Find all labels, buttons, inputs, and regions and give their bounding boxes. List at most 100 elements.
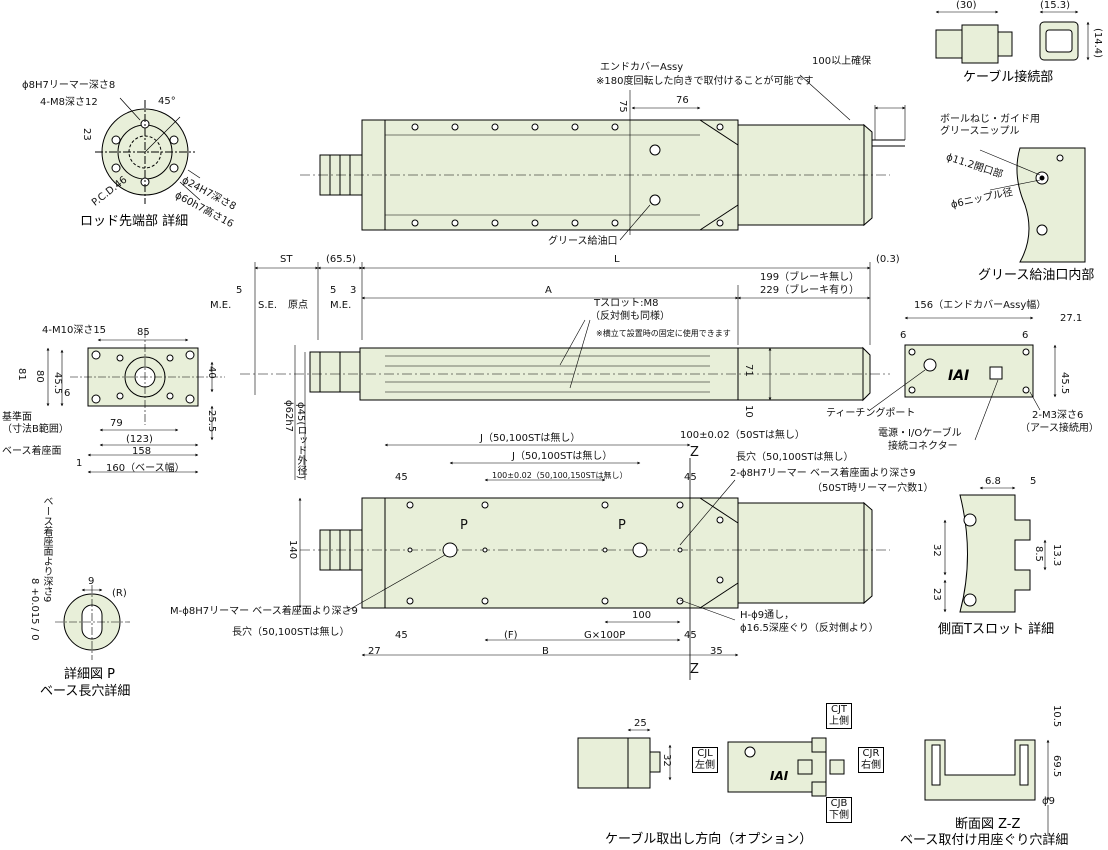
d35-label: 35 <box>710 646 723 657</box>
tslot-label-1: Tスロット:M8 <box>594 298 659 309</box>
z2-label: Z <box>690 662 699 677</box>
side-tslot-caption: 側面Tスロット 詳細 <box>938 622 1055 637</box>
d1-label: 1 <box>76 458 83 469</box>
d6b-label: 6 <box>1022 330 1029 341</box>
tslot-d85-label: 8.5 <box>1033 546 1044 562</box>
d81-label: 81 <box>16 368 27 381</box>
tslot-d32-label: 32 <box>931 544 942 557</box>
ref-face-label-2: （寸法B範囲） <box>2 424 69 435</box>
me2-label: M.E. <box>330 300 352 311</box>
cjb-label-1: CJB <box>830 798 848 809</box>
p1-label: P <box>460 518 468 533</box>
d455-label: 45.5 <box>52 372 63 395</box>
d85-label: 85 <box>137 327 150 338</box>
J1-label: J（50,100STは無し） <box>480 433 581 444</box>
cable-d32-label: 32 <box>661 754 672 767</box>
rod-reamer-label: ϕ8H7リーマー深さ8 <box>22 80 116 91</box>
top-d76-label: 76 <box>676 95 689 106</box>
d45-rod-label: ϕ45(ロッド外径) <box>295 402 306 480</box>
svg-text:IAI: IAI <box>948 368 969 384</box>
p-d9-label: 9 <box>88 576 95 587</box>
cjr-label-1: CJR <box>862 748 880 759</box>
tslot-d68-label: 6.8 <box>985 476 1001 487</box>
cjr-label-2: 右側 <box>861 760 881 771</box>
clearance-label: 100以上確保 <box>812 56 872 67</box>
me1-label: M.E. <box>210 300 232 311</box>
grease-label-2: グリースニップル <box>940 126 1020 137</box>
side-tslot-view <box>943 486 1047 613</box>
rotate-note-label: ※180度回転した向きで取付けることが可能です <box>596 76 814 87</box>
G-label: G×100P <box>584 630 626 641</box>
plan-d140-label: 140 <box>287 540 298 560</box>
m3-label-2: （アース接続用） <box>1020 423 1099 434</box>
rod-m8-label: 4-M8深さ12 <box>40 97 98 108</box>
plan-view <box>298 443 890 680</box>
rod-end-caption: ロッド先端部 詳細 <box>80 214 189 229</box>
base-slot-caption: ベース長穴詳細 <box>40 684 131 699</box>
cable-d14-label: (14.4) <box>1092 28 1103 59</box>
plan-d45b-label: 45 <box>684 472 697 483</box>
svg-text:IAI: IAI <box>770 769 789 783</box>
d03-label: (0.3) <box>876 254 900 265</box>
cjl-label-2: 左側 <box>695 760 715 771</box>
slot-label: 長穴（50,100STは無し） <box>736 452 854 463</box>
side-view <box>240 262 890 480</box>
m-reamer-label: M-ϕ8H7リーマー ベース着座面より深さ9 <box>170 606 358 617</box>
grease-inner-view <box>979 147 1086 263</box>
tslot-d133-label: 13.3 <box>1051 544 1062 567</box>
tslot-d5-label: 5 <box>1030 476 1037 487</box>
base-face-label: ベース着座面 <box>2 446 62 457</box>
d100tol-label: 100±0.02（50STは無し） <box>680 430 805 441</box>
rod-d23-label: 23 <box>81 128 92 141</box>
right-d455-label: 45.5 <box>1059 372 1070 395</box>
rod-angle-label: 45° <box>158 96 176 107</box>
d10-label: 10 <box>743 405 754 418</box>
d27-label: 27 <box>368 646 381 657</box>
d80-label: 80 <box>34 370 45 383</box>
plan-d45a-label: 45 <box>395 472 408 483</box>
tslot-label-3: ※横立て設置時の固定に使用できます <box>596 329 731 338</box>
d6-left-label: 6 <box>64 388 71 399</box>
hole-label-1: H-ϕ9通し， <box>740 610 795 621</box>
cable-connector-view <box>935 10 1090 64</box>
d79-label: 79 <box>110 418 123 429</box>
reamer-label-2: （50ST時リーマー穴数1） <box>812 483 934 494</box>
section-d9-label: ϕ9 <box>1042 796 1055 807</box>
right-end-view: IAI <box>869 316 1057 441</box>
plan-d45c-label: 45 <box>395 630 408 641</box>
top-view <box>300 74 906 241</box>
power-label-2: 接続コネクター <box>888 441 958 452</box>
cjt-label-2: 上側 <box>829 716 849 727</box>
section-caption: 断面図 Z-Z <box>955 817 1021 832</box>
hole-label-2: ϕ16.5深座ぐり（反対側より） <box>740 623 879 634</box>
d158-label: 158 <box>132 446 152 457</box>
m3-label-1: 2-M3深さ6 <box>1032 410 1084 421</box>
cable-d30-label: (30) <box>956 0 977 11</box>
d62-label: ϕ62h7 <box>283 400 294 433</box>
reamer-label-1: 2-ϕ8H7リーマー ベース着座面より深さ9 <box>730 468 916 479</box>
rod-end-detail <box>95 97 201 204</box>
section-zz-view <box>924 739 1050 835</box>
detail-p-caption: 詳細図 P <box>64 667 115 682</box>
end-cover-label: エンドカバーAssy <box>600 62 684 73</box>
section-d695-label: 69.5 <box>1051 755 1062 778</box>
teach-port-label: ティーチングポート <box>826 408 916 419</box>
cjb-label-2: 下側 <box>829 810 849 821</box>
m10-label: 4-M10深さ15 <box>42 325 107 336</box>
plan-d45d-label: 45 <box>684 630 697 641</box>
d3-label: 3 <box>350 285 357 296</box>
B-label: B <box>542 646 549 657</box>
p-note-label: ベース着座面より深さ9 <box>41 496 52 603</box>
tslot-label-2: （反対側も同様） <box>590 311 670 322</box>
grease-label-1: ボールねじ・ガイド用 <box>940 114 1040 125</box>
d6a-label: 6 <box>900 330 907 341</box>
d100tol2-label: 100±0.02（50,100,150STは無し） <box>492 471 628 480</box>
d5b-label: 5 <box>330 285 337 296</box>
z1-label: Z <box>690 445 699 460</box>
cable-dir-caption: ケーブル取出し方向（オプション） <box>605 832 813 847</box>
d156-label: 156（エンドカバーAssy幅） <box>914 300 1047 311</box>
section-d105-label: 10.5 <box>1051 705 1062 728</box>
